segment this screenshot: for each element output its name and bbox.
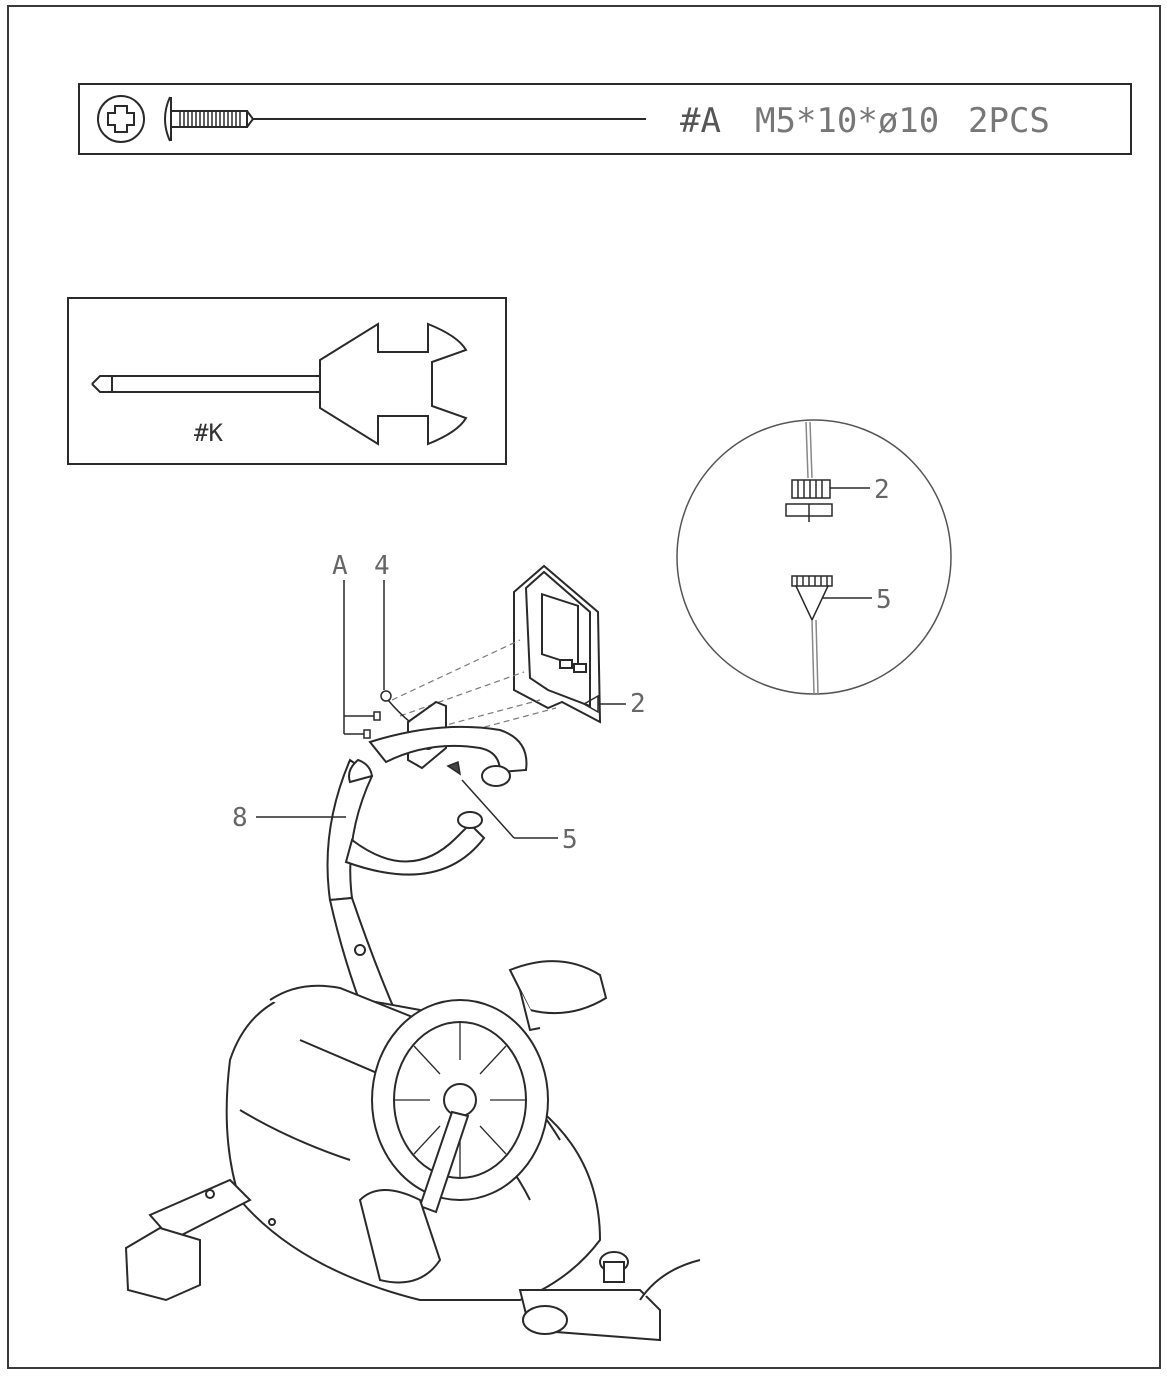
callout-5: 5 (562, 825, 578, 855)
flywheel-cover (371, 999, 549, 1201)
callout-a: A (332, 551, 348, 581)
leader-line (461, 779, 515, 839)
connector-2-icon (785, 421, 833, 522)
rear-frame (518, 1251, 701, 1342)
screw-side-view-icon (164, 96, 255, 142)
tool-box: #K (67, 297, 507, 465)
page-frame (7, 5, 1161, 1369)
callout-2: 2 (630, 689, 646, 719)
detail-callout-5: 5 (876, 585, 892, 615)
part-id-label: #A (680, 101, 721, 141)
cable-5-icon (446, 760, 462, 776)
phillips-head-icon (97, 95, 145, 143)
callout-4: 4 (374, 551, 390, 581)
quantity-label: 2PCS (968, 101, 1050, 141)
handlebar (326, 725, 528, 902)
console-display (513, 564, 602, 724)
callout-8: 8 (232, 803, 248, 833)
tool-label: #K (194, 419, 223, 447)
front-stabilizer (124, 1178, 276, 1302)
hardware-bar-frame (78, 83, 1132, 155)
connector-detail-circle: 2 5 (676, 419, 952, 695)
bolt-a-icon (343, 580, 381, 739)
console-screw-icon (582, 694, 626, 714)
connector-5-icon (791, 575, 833, 695)
crank-and-pedals (358, 960, 608, 1284)
hardware-bar: #A M5*10*ø10 2PCS (78, 83, 1132, 155)
screwdriver-wrench-tool-icon (91, 322, 468, 446)
part-4-icon (380, 580, 411, 723)
detail-callout-2: 2 (874, 475, 890, 505)
spec-label: M5*10*ø10 (755, 101, 939, 141)
tool-box-frame (67, 297, 507, 465)
